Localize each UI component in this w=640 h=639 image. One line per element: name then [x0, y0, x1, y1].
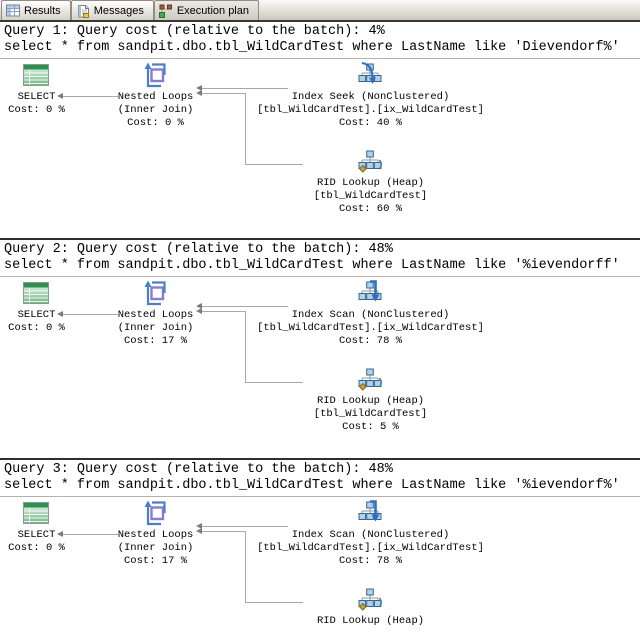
arrow-outer-input[interactable]	[196, 85, 202, 91]
nested-loops-jointype: (Inner Join)	[117, 322, 194, 334]
index-seek-object: [tbl_WildCardTest].[ix_WildCardTest]	[257, 104, 484, 116]
query-cost-header: Query 3: Query cost (relative to the bat…	[4, 462, 393, 477]
select-operator-cost: Cost: 0 %	[8, 104, 65, 116]
tab-label: Messages	[93, 4, 144, 17]
rid-lookup-object: [tbl_WildCardTest]	[313, 408, 428, 420]
nested-loops-icon[interactable]	[141, 61, 169, 89]
arrow-inner-input-vertical[interactable]	[245, 531, 246, 602]
select-operator-label: SELECT	[17, 529, 56, 541]
arrow-inner-input[interactable]	[196, 308, 202, 314]
arrow-inner-input-line[interactable]	[202, 93, 246, 94]
arrow-inner-input-line[interactable]	[202, 531, 246, 532]
arrow-inner-input-line[interactable]	[202, 311, 246, 312]
messages-icon	[77, 4, 89, 18]
nested-loops-cost: Cost: 0 %	[127, 117, 184, 129]
index-scan-icon[interactable]	[358, 280, 382, 304]
tab-label: Execution plan	[176, 4, 249, 17]
arrow-outer-input[interactable]	[196, 303, 202, 309]
index-scan-icon[interactable]	[358, 500, 382, 524]
select-operator-cost: Cost: 0 %	[8, 322, 65, 334]
index-scan-cost: Cost: 78 %	[338, 555, 402, 567]
results-pane-tabs: Results Messages Execution plan	[0, 0, 640, 22]
arrow-to-select[interactable]	[57, 531, 63, 537]
arrow-inner-input-vertical[interactable]	[245, 311, 246, 382]
tab-label: Results	[24, 4, 61, 17]
query-1-section: Query 1: Query cost (relative to the bat…	[0, 22, 640, 240]
nested-loops-label: Nested Loops	[117, 91, 194, 103]
query-statement-text: select * from sandpit.dbo.tbl_WildCardTe…	[4, 40, 620, 55]
arrow-outer-input-line[interactable]	[202, 88, 288, 89]
select-operator-cost: Cost: 0 %	[8, 542, 65, 554]
nested-loops-label: Nested Loops	[117, 309, 194, 321]
rid-lookup-icon[interactable]	[358, 587, 382, 611]
select-operator-icon[interactable]	[22, 62, 50, 88]
arrow-inner-input-vertical[interactable]	[245, 93, 246, 164]
arrow-inner-input-bottom[interactable]	[245, 382, 303, 383]
arrow-to-select-line[interactable]	[63, 96, 118, 97]
query-3-section: Query 3: Query cost (relative to the bat…	[0, 460, 640, 639]
tab-execution-plan[interactable]: Execution plan	[153, 0, 259, 20]
nested-loops-cost: Cost: 17 %	[123, 335, 187, 347]
rid-lookup-cost: Cost: 5 %	[342, 421, 399, 433]
index-seek-label: Index Seek (NonClustered)	[291, 91, 450, 103]
arrow-to-select[interactable]	[57, 311, 63, 317]
select-operator-icon[interactable]	[22, 500, 50, 526]
arrow-to-select-line[interactable]	[63, 314, 118, 315]
arrow-outer-input-line[interactable]	[202, 306, 288, 307]
select-operator-icon[interactable]	[22, 280, 50, 306]
query-statement-text: select * from sandpit.dbo.tbl_WildCardTe…	[4, 258, 620, 273]
index-seek-cost: Cost: 40 %	[338, 117, 402, 129]
rid-lookup-label: RID Lookup (Heap)	[316, 395, 425, 407]
arrow-inner-input[interactable]	[196, 528, 202, 534]
arrow-inner-input-bottom[interactable]	[245, 602, 303, 603]
statement-plan-divider	[0, 496, 640, 497]
nested-loops-jointype: (Inner Join)	[117, 542, 194, 554]
arrow-outer-input-line[interactable]	[202, 526, 288, 527]
execution-plan-icon	[158, 4, 172, 18]
tab-messages[interactable]: Messages	[70, 0, 154, 20]
arrow-to-select-line[interactable]	[63, 534, 118, 535]
nested-loops-icon[interactable]	[141, 499, 169, 527]
query-statement-text: select * from sandpit.dbo.tbl_WildCardTe…	[4, 478, 620, 493]
tab-results[interactable]: Results	[1, 0, 71, 20]
arrow-inner-input[interactable]	[196, 90, 202, 96]
query-2-section: Query 2: Query cost (relative to the bat…	[0, 240, 640, 460]
select-operator-label: SELECT	[17, 309, 56, 321]
index-seek-icon[interactable]	[358, 62, 382, 86]
results-grid-icon	[6, 4, 20, 17]
rid-lookup-icon[interactable]	[358, 367, 382, 391]
nested-loops-label: Nested Loops	[117, 529, 194, 541]
nested-loops-cost: Cost: 17 %	[123, 555, 187, 567]
statement-plan-divider	[0, 58, 640, 59]
rid-lookup-label: RID Lookup (Heap)	[316, 615, 425, 627]
arrow-outer-input[interactable]	[196, 523, 202, 529]
rid-lookup-label: RID Lookup (Heap)	[316, 177, 425, 189]
index-scan-label: Index Scan (NonClustered)	[291, 529, 450, 541]
nested-loops-jointype: (Inner Join)	[117, 104, 194, 116]
index-scan-label: Index Scan (NonClustered)	[291, 309, 450, 321]
index-scan-cost: Cost: 78 %	[338, 335, 402, 347]
rid-lookup-object: [tbl_WildCardTest]	[313, 190, 428, 202]
arrow-inner-input-bottom[interactable]	[245, 164, 303, 165]
rid-lookup-icon[interactable]	[358, 149, 382, 173]
nested-loops-icon[interactable]	[141, 279, 169, 307]
statement-plan-divider	[0, 276, 640, 277]
select-operator-label: SELECT	[17, 91, 56, 103]
index-scan-object: [tbl_WildCardTest].[ix_WildCardTest]	[257, 322, 484, 334]
arrow-to-select[interactable]	[57, 93, 63, 99]
rid-lookup-cost: Cost: 60 %	[338, 203, 402, 215]
index-scan-object: [tbl_WildCardTest].[ix_WildCardTest]	[257, 542, 484, 554]
query-cost-header: Query 1: Query cost (relative to the bat…	[4, 24, 385, 39]
query-cost-header: Query 2: Query cost (relative to the bat…	[4, 242, 393, 257]
